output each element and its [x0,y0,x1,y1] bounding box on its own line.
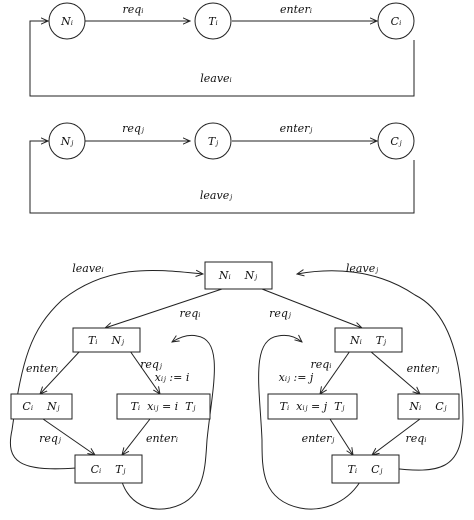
edge-leave-i-from-ci-tj [121,334,215,510]
state-c-i-label: Cᵢ [391,15,402,28]
edge-enter-j-right-label: enterⱼ [407,362,440,375]
automaton-i: Nᵢ Tᵢ Cᵢ reqᵢ enterᵢ leaveᵢ [29,2,415,97]
edge-leave-j-outer [297,271,464,471]
state-c-i [377,2,415,40]
edge-leave-j-from-ti-cj [258,335,361,510]
node-ci-tj-box [74,454,143,484]
edge-leave-j-label: leaveⱼ [346,262,378,275]
node-right-mid-label: Nᵢ Tⱼ [349,334,386,347]
state-n-i [48,2,86,40]
edge-enter-i-bottom-label: enterᵢ [146,432,178,445]
edge-req-i-bottom-right-label: reqᵢ [405,432,426,445]
edge-req-j-bottom-left-label: reqⱼ [39,432,61,445]
node-top-box [204,261,273,290]
edge-enter-i-label: enterᵢ [280,3,312,16]
edge-leave-j-label: leaveⱼ [200,189,232,202]
node-ni-cj-label: Nᵢ Cⱼ [408,400,446,413]
node-left-mid-box [72,327,141,353]
node-ti-x-j-tj-box [267,393,358,420]
node-ti-x-tj-box [116,393,211,420]
state-t-i-label: Tᵢ [208,15,218,28]
state-n-j-label: Nⱼ [60,135,74,148]
node-top-label: Nᵢ Nⱼ [218,269,257,282]
edge-req-i-top [105,288,223,328]
edge-req-j-left-label: reqⱼ [140,358,162,371]
edge-enter-i-left [40,350,81,394]
state-t-i [194,2,232,40]
edge-enter-j-right [369,350,420,394]
node-ti-x-tj-label: Tᵢ xᵢⱼ = i Tⱼ [131,400,196,413]
edge-req-i-top-label: reqᵢ [179,307,200,320]
edge-req-i-right-label: reqᵢ [310,358,331,371]
edge-req-j-left [129,350,160,394]
node-ti-cj-box [331,454,400,484]
edge-req-i-bottom-right [372,418,421,455]
node-ci-tj-label: Cᵢ Tⱼ [91,463,126,476]
edge-enter-i-left-label: enterᵢ [26,362,58,375]
node-left-mid-label: Tᵢ Nⱼ [88,334,124,347]
node-ti-cj-label: Tᵢ Cⱼ [348,463,383,476]
state-c-j-label: Cⱼ [390,135,401,148]
state-n-j [48,122,86,160]
edge-leave-i-label: leaveᵢ [200,72,232,85]
edge-enter-j-bottom-label: enterⱼ [302,432,335,445]
node-ci-nj-label: Cᵢ Nⱼ [22,400,59,413]
node-right-mid-box [334,327,403,353]
edge-leave-i-outer [9,270,203,470]
edge-req-i-right [320,350,351,394]
node-ci-nj-box [10,393,73,420]
state-t-j-label: Tⱼ [208,135,218,148]
edge-req-j-top [261,288,362,328]
node-ti-x-j-tj-label: Tᵢ xᵢⱼ = j Tⱼ [280,400,345,413]
edge-req-j-bottom-left [42,418,95,455]
edge-leave-i-label: leaveᵢ [72,262,104,275]
edge-req-j-label: reqⱼ [122,122,144,135]
state-t-j [194,122,232,160]
automaton-j: Nⱼ Tⱼ Cⱼ reqⱼ enterⱼ leaveⱼ [29,122,415,214]
edge-enter-j-bottom [329,418,353,455]
edge-req-i-label: reqᵢ [122,3,143,16]
edge-enter-i-bottom [122,418,151,455]
state-n-i-label: Nᵢ [60,15,73,28]
state-c-j [377,122,415,160]
node-ni-cj-box [397,393,460,420]
edge-req-j-top-label: reqⱼ [269,307,291,320]
edge-assign-j-label: xᵢⱼ := j [279,371,314,384]
product-automaton: Nᵢ Nⱼ Tᵢ Nⱼ Nᵢ Tⱼ Cᵢ Nⱼ Tᵢ xᵢⱼ = i Tⱼ Tᵢ… [9,261,464,510]
edge-assign-i-label: xᵢⱼ := i [155,371,190,384]
edge-enter-j-label: enterⱼ [280,122,313,135]
